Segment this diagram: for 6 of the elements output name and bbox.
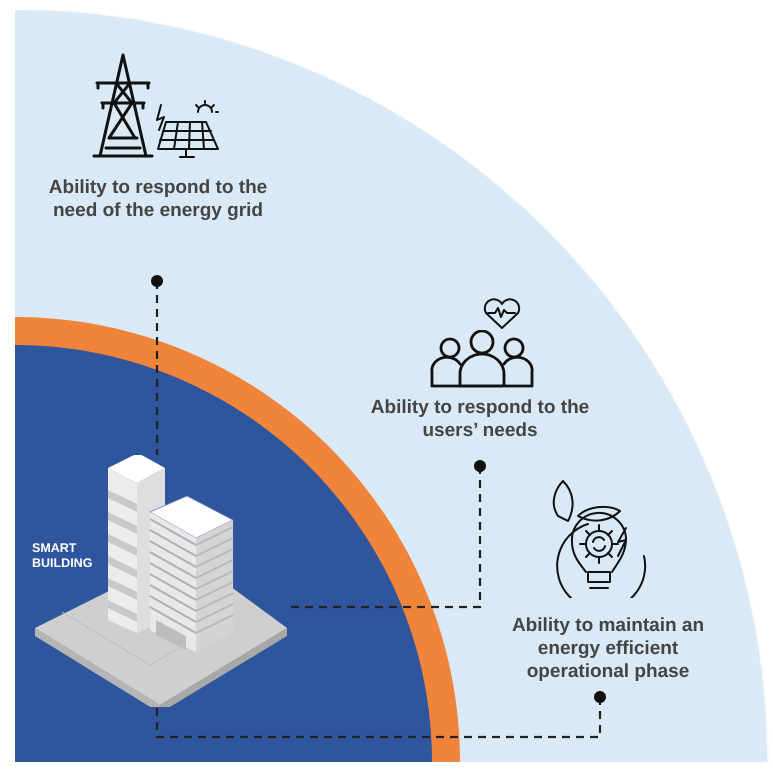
capability-text: Ability to respond to the need of the energy grid [48,176,268,222]
building-caption: SMART BUILDING [32,541,94,571]
capability-text: Ability to respond to the users’ needs [370,396,590,442]
connector-line [156,691,606,738]
connector-line [151,275,163,455]
capability-text: Ability to maintain an energy efficient operational phase [510,614,706,683]
